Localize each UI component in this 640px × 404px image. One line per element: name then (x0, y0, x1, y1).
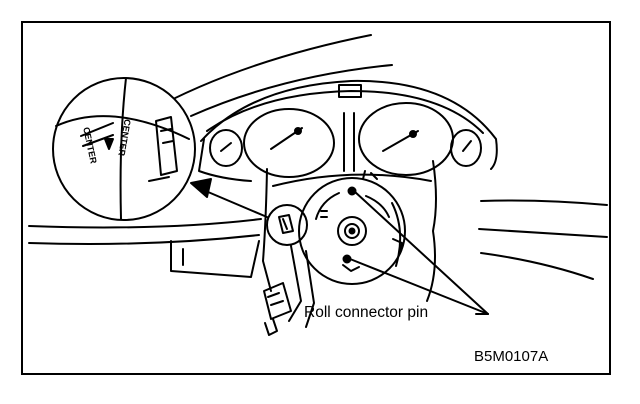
roll-connector-pin-upper (347, 186, 357, 196)
instrument-cluster (198, 79, 498, 182)
cluster-warning-window (338, 84, 362, 98)
temperature-gauge (450, 129, 482, 167)
roll-connector-pin-label: Roll connector pin (304, 304, 428, 321)
detail-source-circle (266, 204, 308, 246)
inset-magnifier (52, 77, 196, 221)
inset-detail: CENTER CENTER (52, 77, 196, 221)
speedometer-gauge (243, 108, 335, 178)
steering-column-illustration: CENTER CENTER Roll connector pin B5M0107… (28, 34, 608, 365)
fuel-gauge (209, 129, 243, 167)
steering-column-cover (170, 160, 437, 302)
harness-connector (263, 282, 292, 336)
roll-connector-hub (337, 216, 367, 246)
roll-connector (298, 177, 406, 285)
callout-leaders (349, 190, 489, 315)
detail-arrow (190, 178, 268, 218)
figure-code: B5M0107A (474, 348, 548, 365)
